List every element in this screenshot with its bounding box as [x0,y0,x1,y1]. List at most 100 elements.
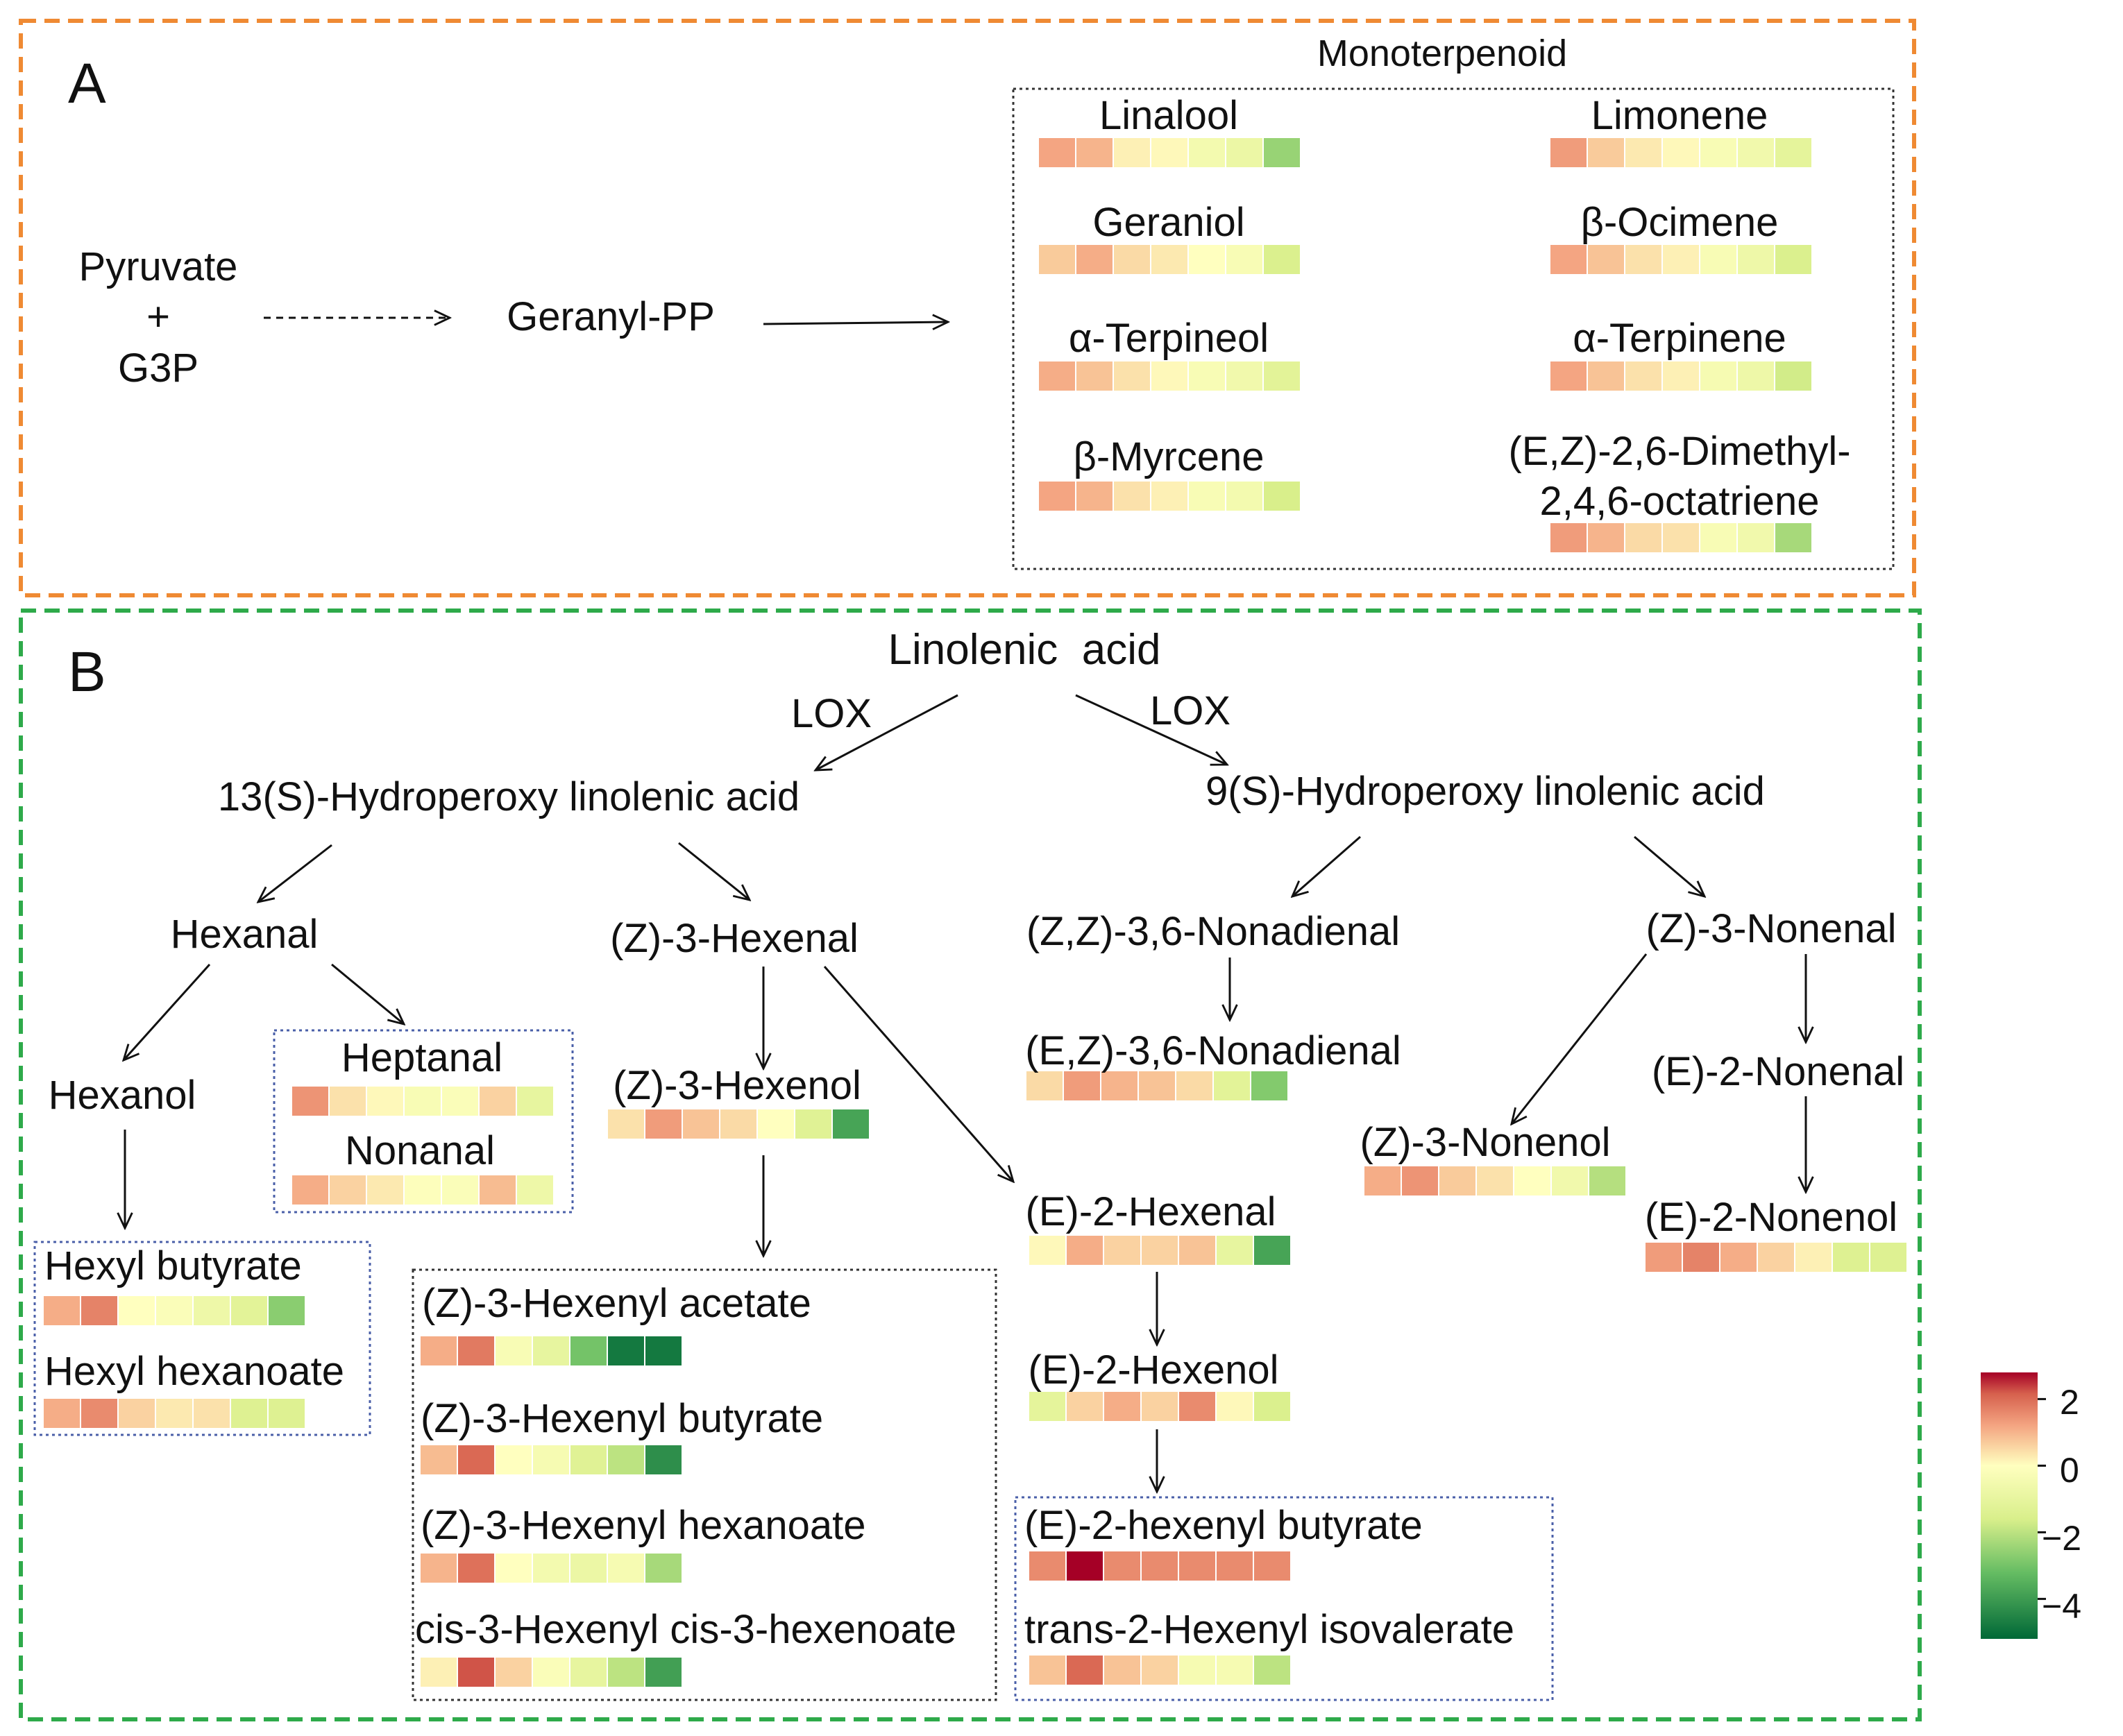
heatmap-z3-hexenyl-acetate-cell-2 [457,1335,496,1367]
heatmap-cis3-hexenyl-hexenoate-cell-6 [607,1656,645,1688]
heatmap-nonanal-cell-1 [291,1174,330,1206]
heatmap-e2-hexenal-cell-6 [1215,1234,1254,1266]
heatmap-nonanal-cell-4 [403,1174,442,1206]
colorbar-tick-minus-4: −4 [2042,1587,2082,1626]
heatmap-z3-hexenol-cell-5 [756,1108,795,1140]
heatmap-z3-nonenol-cell-7 [1588,1165,1627,1197]
heatmap-hexyl-butyrate-cell-2 [80,1295,119,1327]
heatmap-t2-hexenyl-isovalerate-cell-6 [1215,1654,1254,1686]
hexanol-label: Hexanol [48,1073,196,1118]
heatmap-cis3-hexenyl-hexenoate-cell-5 [569,1656,608,1688]
heatmap-e2-hexenol-cell-6 [1215,1390,1254,1422]
heatmap-nonanal-cell-3 [366,1174,405,1206]
heatmap-t2-hexenyl-isovalerate [1028,1654,1292,1686]
panel-a-label: A [68,52,106,115]
heatmap-cis3-hexenyl-hexenoate-cell-2 [457,1656,496,1688]
geraniol-label: Geraniol [1092,200,1245,245]
heatmap-ez-nonadienal-cell-5 [1175,1070,1214,1102]
heatmap-heptanal-cell-4 [403,1085,442,1117]
limonene-label: Limonene [1591,93,1768,138]
heatmap-hexyl-butyrate-cell-5 [192,1295,231,1327]
dimethyl-octatriene-label-1: (E,Z)-2,6-Dimethyl- [1508,429,1851,474]
heatmap-alpha-terpineol-cell-5 [1187,360,1226,392]
heatmap-ez-nonadienal-cell-4 [1137,1070,1176,1102]
heatmap-beta-ocimene-cell-3 [1624,244,1663,275]
heatmap-beta-myrcene-cell-6 [1225,480,1264,512]
heatmap-limonene-cell-1 [1549,137,1588,169]
heatmap-z3-hexenyl-butyrate-cell-1 [419,1444,458,1476]
heatmap-z3-hexenol-cell-6 [794,1108,833,1140]
heatmap-cis3-hexenyl-hexenoate-cell-7 [644,1656,683,1688]
heatmap-e2-hexenyl-butyrate-cell-3 [1103,1550,1142,1582]
heatmap-dimethyl-octatriene-cell-3 [1624,522,1663,554]
heatmap-z3-nonenol-cell-4 [1475,1165,1514,1197]
heatmap-ez-nonadienal [1025,1070,1289,1102]
heatmap-cis3-hexenyl-hexenoate-cell-4 [532,1656,570,1688]
heatmap-e2-hexenol [1028,1390,1292,1422]
heatmap-heptanal-cell-7 [516,1085,555,1117]
heatmap-z3-hexenyl-butyrate-cell-4 [532,1444,570,1476]
heatmap-alpha-terpinene-cell-6 [1736,360,1775,392]
alpha-terpinene-label: α-Terpinene [1573,316,1786,361]
hydroperoxide-9s-label: 9(S)-Hydroperoxy linolenic acid [1206,769,1765,814]
heatmap-heptanal [291,1085,555,1117]
e2-nonenal-label: (E)-2-Nonenal [1651,1049,1905,1094]
lox-left-label: LOX [790,691,872,736]
heatmap-beta-ocimene-cell-4 [1661,244,1700,275]
heatmap-z3-hexenyl-butyrate-cell-7 [644,1444,683,1476]
arrow-z3-hexenal-to-e2-hexenal [823,966,1013,1182]
heatmap-linalool-cell-6 [1225,137,1264,169]
heatmap-limonene-cell-2 [1587,137,1625,169]
heatmap-dimethyl-octatriene-cell-6 [1736,522,1775,554]
cis3-hexenyl-hexenoate-label: cis-3-Hexenyl cis-3-hexenoate [415,1607,957,1652]
heatmap-hexyl-butyrate [42,1295,306,1327]
heatmap-limonene-cell-4 [1661,137,1700,169]
heatmap-z3-hexenyl-hexanoate-cell-4 [532,1552,570,1584]
heatmap-e2-hexenyl-butyrate-cell-5 [1178,1550,1217,1582]
zz-nonadienal-label: (Z,Z)-3,6-Nonadienal [1026,909,1401,954]
heatmap-e2-hexenyl-butyrate-cell-1 [1028,1550,1067,1582]
heatmap-alpha-terpineol-cell-6 [1225,360,1264,392]
arrow-9s-to-z3-nonenal [1634,835,1705,896]
heatmap-linalool [1038,137,1301,169]
panel-b-border [19,609,1922,1721]
heatmap-alpha-terpinene-cell-1 [1549,360,1588,392]
heatmap-alpha-terpinene-cell-3 [1624,360,1663,392]
heatmap-alpha-terpinene [1549,360,1813,392]
heatmap-cis3-hexenyl-hexenoate-cell-1 [419,1656,458,1688]
beta-ocimene-label: β-Ocimene [1580,200,1779,245]
heatmap-beta-myrcene-cell-4 [1150,480,1189,512]
heatmap-z3-hexenol-cell-4 [719,1108,758,1140]
z3-hexenyl-acetate-label: (Z)-3-Hexenyl acetate [422,1281,811,1326]
heatmap-z3-hexenol-cell-1 [607,1108,645,1140]
arrow-z3-nonenal-to-z3-nonenol [1512,953,1648,1124]
heatmap-ez-nonadienal-cell-2 [1063,1070,1101,1102]
heatmap-z3-hexenyl-acetate-cell-3 [494,1335,533,1367]
heatmap-t2-hexenyl-isovalerate-cell-7 [1253,1654,1292,1686]
heatmap-e2-hexenol-cell-4 [1140,1390,1179,1422]
z3-nonenol-label: (Z)-3-Nonenol [1360,1120,1611,1165]
heatmap-e2-hexenal-cell-1 [1028,1234,1067,1266]
heatmap-geraniol-cell-7 [1262,244,1301,275]
heatmap-hexyl-hexanoate-cell-5 [192,1397,231,1429]
heatmap-beta-myrcene-cell-7 [1262,480,1301,512]
arrow-hexanal-to-hexanol [124,963,211,1060]
heatmap-dimethyl-octatriene [1549,522,1813,554]
arrow-9s-to-zz-nonadienal [1292,835,1361,896]
heatmap-e2-nonenol-cell-6 [1832,1241,1870,1273]
colorbar [1981,1372,2038,1639]
hexyl-butyrate-label: Hexyl butyrate [44,1243,302,1288]
heatmap-dimethyl-octatriene-cell-1 [1549,522,1588,554]
geranyl-pp-label: Geranyl-PP [507,294,715,339]
alpha-terpineol-label: α-Terpineol [1068,316,1269,361]
heatmap-beta-myrcene-cell-5 [1187,480,1226,512]
heatmap-z3-nonenol-cell-1 [1363,1165,1402,1197]
heatmap-z3-hexenyl-acetate-cell-7 [644,1335,683,1367]
heatmap-z3-hexenyl-acetate-cell-4 [532,1335,570,1367]
substrate-g3p: G3P [117,346,199,391]
arrow-linolenic-to-9s [1075,694,1227,765]
heatmap-beta-ocimene [1549,244,1813,275]
heatmap-nonanal [291,1174,555,1206]
heatmap-nonanal-cell-6 [478,1174,517,1206]
heatmap-e2-nonenol-cell-5 [1794,1241,1833,1273]
